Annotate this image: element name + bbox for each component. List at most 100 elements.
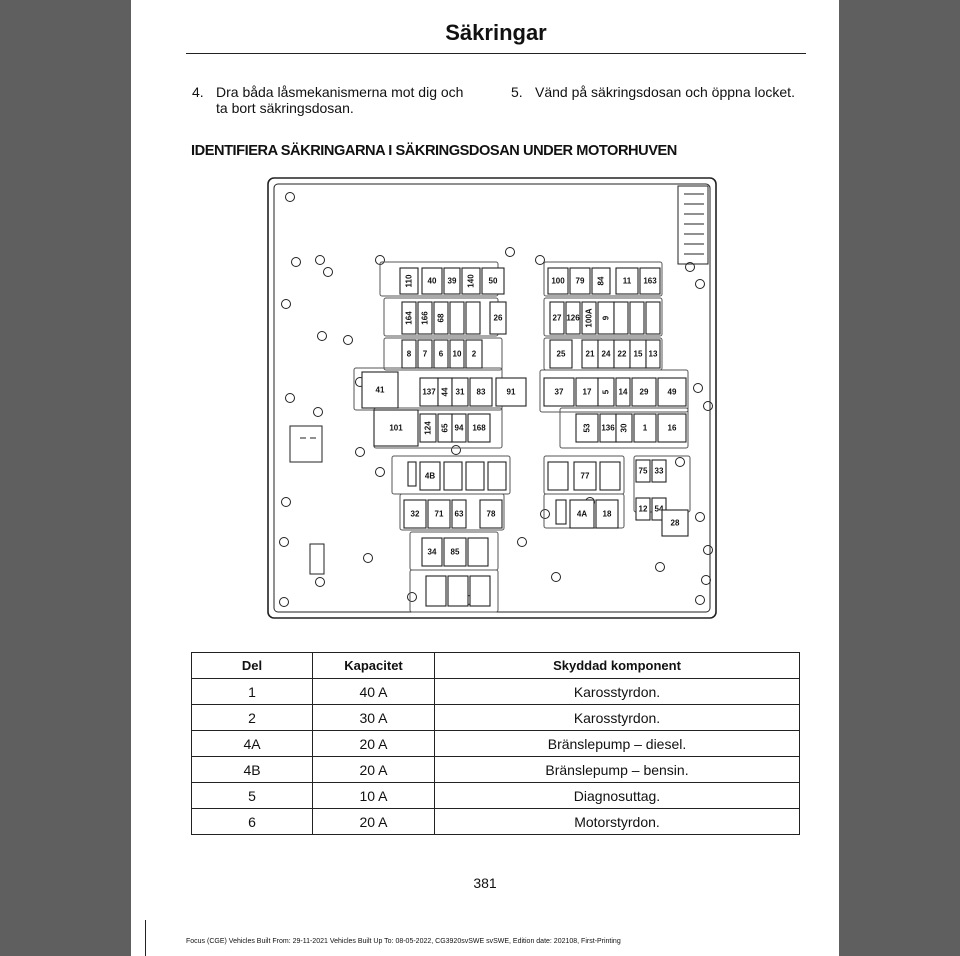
mounting-hole <box>655 562 665 572</box>
fuse-group-frame <box>539 369 689 413</box>
fuse-label: 50 <box>489 277 498 286</box>
fuse-box-slot <box>635 497 651 521</box>
table-cell: 40 A <box>312 678 435 705</box>
fuse-box-slot <box>639 267 661 295</box>
fuse-box-slot <box>399 267 419 295</box>
fuse-label: 77 <box>581 472 590 481</box>
fuse-slot-empty <box>629 301 645 335</box>
mounting-hole <box>279 597 289 607</box>
mounting-hole <box>451 445 461 455</box>
relay-small <box>309 543 325 575</box>
fuse-label: 4A <box>577 510 587 519</box>
page-number: 381 <box>473 875 497 891</box>
fuse-box-slot <box>597 377 615 407</box>
table-cell: 4B <box>191 756 313 783</box>
fuse-box-slot <box>489 301 507 335</box>
fuse-label: 18 <box>603 510 612 519</box>
fuse-box-slot <box>543 377 575 407</box>
fuse-label: 4B <box>425 472 435 481</box>
mounting-hole <box>701 575 711 585</box>
fuse-box-slot <box>421 537 443 567</box>
fuse-label: 10 <box>453 350 462 359</box>
fuse-label: 28 <box>671 519 680 528</box>
mounting-hole <box>551 572 561 582</box>
mounting-hole <box>540 509 550 519</box>
fuse-label: 163 <box>643 277 657 286</box>
fuse-label: 6 <box>439 350 444 359</box>
title-rule <box>186 53 806 54</box>
fuse-slot-empty <box>407 461 417 487</box>
page-title: Säkringar <box>445 20 547 45</box>
table-cell: Karosstyrdon. <box>434 678 800 705</box>
connector-housing <box>677 185 709 265</box>
fuse-label: 54 <box>655 505 664 514</box>
fuse-box-slot <box>443 537 467 567</box>
mounting-hole <box>695 279 705 289</box>
fuse-group-frame <box>559 407 689 449</box>
fuse-label: 41 <box>376 386 385 395</box>
fuse-label: 37 <box>555 388 564 397</box>
fuse-label: 39 <box>448 277 457 286</box>
fuse-box-slot <box>661 509 689 537</box>
fuse-box-slot <box>591 267 611 295</box>
fuse-slot-empty <box>555 499 567 525</box>
fuse-slot-empty <box>449 301 465 335</box>
fuse-box-slot <box>615 413 633 443</box>
fuse-label: 17 <box>583 388 592 397</box>
fuse-box-slot <box>419 413 437 443</box>
fuse-label: 79 <box>576 277 585 286</box>
fuse-label: 5 <box>602 389 611 394</box>
table-cell: Bränslepump – diesel. <box>434 730 800 757</box>
mounting-hole <box>315 255 325 265</box>
fuse-label: 21 <box>586 350 595 359</box>
fuse-box-slot <box>401 301 417 335</box>
fuse-label: 110 <box>405 274 414 287</box>
fuse-box-slot <box>461 267 481 295</box>
fuse-label: 83 <box>477 388 486 397</box>
table-cell: 1 <box>191 678 313 705</box>
fuse-box-slot <box>635 459 651 483</box>
page-footer: Focus (CGE) Vehicles Built From: 29-11-2… <box>186 938 621 945</box>
table-cell: 30 A <box>312 704 435 731</box>
mounting-hole <box>703 545 713 555</box>
fuse-box-slot <box>465 339 483 369</box>
fuse-box-slot <box>615 267 639 295</box>
fuse-label: 22 <box>618 350 627 359</box>
mounting-hole <box>685 262 695 272</box>
fuse-label: 168 <box>472 424 486 433</box>
fuse-group-frame <box>399 493 505 531</box>
fuse-label: 49 <box>668 388 677 397</box>
mounting-hole <box>535 255 545 265</box>
fuse-box-slot <box>651 459 667 483</box>
mounting-hole <box>363 553 373 563</box>
fuse-box-slot <box>403 499 427 529</box>
fuse-label: 85 <box>451 548 460 557</box>
section-heading: IDENTIFIERA SÄKRINGARNA I SÄKRINGSDOSAN … <box>191 143 677 159</box>
fuse-box-outline <box>267 177 717 619</box>
fuse-label: 100 <box>551 277 565 286</box>
mounting-hole <box>517 537 527 547</box>
fuse-box-slot <box>573 461 597 491</box>
fuse-label: 65 <box>441 423 450 432</box>
fuse-box-slot <box>467 537 489 567</box>
fuse-label: 34 <box>428 548 437 557</box>
fuse-box-slot <box>595 499 619 529</box>
table-cell: 20 A <box>312 730 435 757</box>
mounting-hole <box>291 257 301 267</box>
fuse-label: 91 <box>507 388 516 397</box>
table-cell: 10 A <box>312 782 435 809</box>
fuse-slot-empty <box>487 461 507 491</box>
column-header: Skyddad komponent <box>434 652 800 679</box>
crop-mark <box>131 920 146 956</box>
fuse-label: 12 <box>639 505 648 514</box>
fuse-label: 15 <box>634 350 643 359</box>
fuse-box-slot <box>401 339 417 369</box>
mounting-hole <box>317 331 327 341</box>
mounting-hole <box>313 407 323 417</box>
fuse-box-slot <box>549 339 573 369</box>
fuse-label: 9 <box>602 315 611 320</box>
fuse-box-slot <box>427 499 451 529</box>
